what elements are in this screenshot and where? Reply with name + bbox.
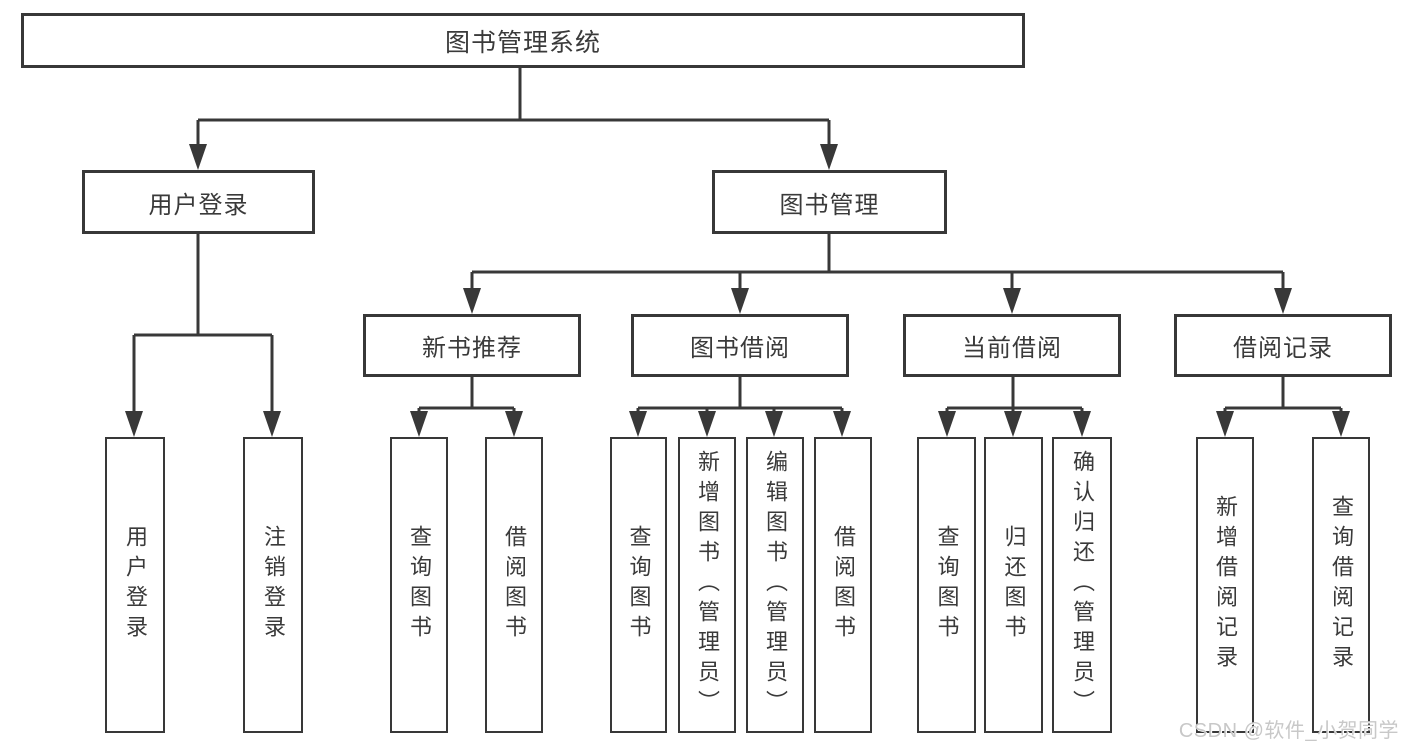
node-label: 图书借阅: [690, 335, 790, 362]
leaf-query-borrow-record: 查询借阅记录: [1312, 437, 1370, 733]
node-label: 新增借阅记录: [1213, 495, 1238, 675]
node-label: 用户登录: [148, 191, 249, 219]
leaf-borrow-books-recommend: 借阅图书: [485, 437, 543, 733]
node-label: 注销登录: [261, 525, 286, 645]
node-label: 用户登录: [123, 525, 148, 645]
node-borrow-records: 借阅记录: [1174, 314, 1392, 377]
node-label: 查询借阅记录: [1329, 495, 1354, 675]
leaf-user-login: 用户登录: [105, 437, 165, 733]
node-current-borrow: 当前借阅: [903, 314, 1121, 377]
node-label: 新增图书（管理员）: [695, 450, 720, 720]
leaf-edit-books-admin: 编辑图书（管理员）: [746, 437, 804, 733]
leaf-return-books: 归还图书: [984, 437, 1043, 733]
node-label: 借阅图书: [831, 525, 856, 645]
leaf-query-books-borrow: 查询图书: [610, 437, 667, 733]
node-book-borrow: 图书借阅: [631, 314, 849, 377]
leaf-logout: 注销登录: [243, 437, 303, 733]
leaf-query-books-current: 查询图书: [917, 437, 976, 733]
node-new-book-recommend: 新书推荐: [363, 314, 581, 377]
leaf-query-books-recommend: 查询图书: [390, 437, 448, 733]
node-library-management-system: 图书管理系统: [21, 13, 1025, 68]
node-label: 查询图书: [934, 525, 960, 645]
node-label: 当前借阅: [962, 335, 1062, 362]
csdn-watermark: CSDN @软件_小贺同学: [1178, 720, 1399, 742]
leaf-confirm-return-admin: 确认归还（管理员）: [1052, 437, 1112, 733]
node-label: 查询图书: [407, 525, 432, 645]
node-label: 图书管理: [779, 191, 880, 219]
node-label: 图书管理系统: [444, 28, 601, 57]
node-label: 借阅记录: [1233, 335, 1333, 362]
leaf-add-borrow-record: 新增借阅记录: [1196, 437, 1254, 733]
node-user-login: 用户登录: [82, 170, 315, 234]
node-label: 新书推荐: [422, 335, 522, 362]
leaf-add-books-admin: 新增图书（管理员）: [678, 437, 736, 733]
leaf-borrow-books: 借阅图书: [814, 437, 872, 733]
node-label: 编辑图书（管理员）: [763, 450, 788, 720]
node-label: 归还图书: [1001, 525, 1027, 645]
node-label: 查询图书: [626, 525, 652, 645]
node-book-management: 图书管理: [712, 170, 947, 234]
node-label: 借阅图书: [502, 525, 527, 645]
node-label: 确认归还（管理员）: [1070, 450, 1095, 720]
